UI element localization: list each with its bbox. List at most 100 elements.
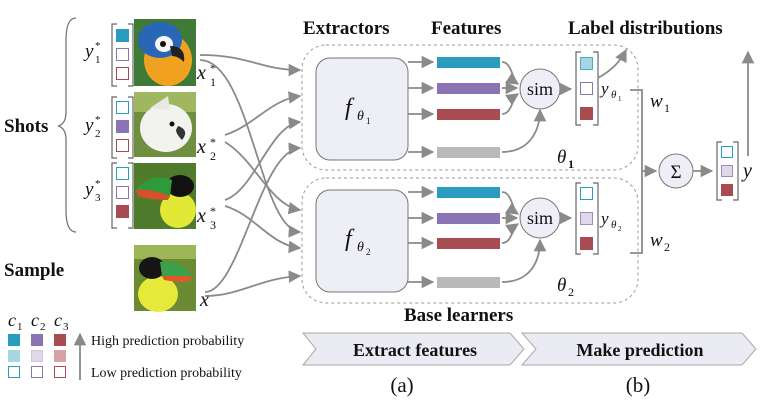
- output-y-theta-2-sub: 2: [618, 225, 622, 233]
- output-y-theta-2-theta: θ: [611, 219, 617, 231]
- shot-1-class-2-box: [116, 48, 129, 61]
- shot-1-label-sub: 1: [95, 54, 101, 66]
- toucan-image-sample: [134, 245, 196, 312]
- legend-c2-mid: [31, 350, 43, 362]
- base-learner-1-border: [301, 44, 639, 171]
- output-y-theta-2: y θ 2: [599, 209, 622, 233]
- shot-3-class-1-box: [116, 167, 129, 180]
- dist-2-brackets: [575, 182, 599, 255]
- shot-3-label-sup: *: [95, 178, 101, 190]
- legend-c1-letter: c: [8, 310, 16, 330]
- extractor-2-box: [315, 189, 409, 293]
- output-y-theta-2-y: y: [599, 209, 609, 228]
- dist-1-brackets: [575, 51, 599, 126]
- shot-2-class-1-box: [116, 101, 129, 114]
- shot-2-label-y: y: [83, 115, 94, 136]
- sample-label: Sample: [4, 260, 64, 281]
- final-dist-brackets: [716, 141, 739, 201]
- shot-3-label-sub: 3: [95, 192, 101, 204]
- legend-c2-low: [31, 366, 43, 378]
- extractor-2-theta-sub: 2: [366, 247, 371, 257]
- extractor-1-out-arrows: [408, 55, 435, 159]
- weight-w1-letter: w: [650, 91, 663, 112]
- toucan-image-1: [134, 163, 196, 229]
- extractor-1-theta: θ: [357, 109, 364, 124]
- input-x2: x * 2: [196, 135, 216, 163]
- shot-3-class-2-box: [116, 186, 129, 199]
- input-x-sample: x: [199, 289, 209, 311]
- legend-c1-sub: 1: [17, 321, 23, 333]
- legend-c2-sub: 2: [40, 321, 46, 333]
- shot-2-label-sub: 2: [95, 128, 101, 140]
- output-y-theta-1-sub: 1: [618, 95, 622, 103]
- theta-2-label: θ 2: [557, 275, 574, 299]
- feature-2-class-1: [437, 187, 500, 198]
- feature-2-to-sim-arrows: [501, 191, 547, 283]
- legend-c1-high: [8, 334, 20, 346]
- step-extract-features-shape: [301, 332, 525, 366]
- base-learner-2: f θ 2 sim y θ 2: [301, 177, 639, 304]
- input-x3-sup: *: [210, 204, 216, 218]
- extractor-2-theta: θ: [357, 240, 364, 255]
- sim-2-label: sim: [527, 208, 553, 228]
- weight-w2-letter: w: [650, 230, 663, 251]
- output-y-theta-1-theta: θ: [611, 89, 617, 101]
- weight-w1-sub: 1: [664, 101, 670, 115]
- shot-2-brackets: [111, 96, 134, 159]
- legend-c3-mid: [54, 350, 66, 362]
- input-x2-letter: x: [196, 136, 206, 158]
- dist-1-class-2: [580, 82, 593, 95]
- input-x1-sup: *: [210, 61, 216, 75]
- legend-c2-letter: c: [31, 310, 39, 330]
- theta-2-sub: 2: [568, 285, 574, 299]
- extractor-1-label: f θ 1: [345, 95, 371, 126]
- shot-2-class-2-box: [116, 120, 129, 133]
- weight-bracket: [630, 89, 643, 254]
- theta-1-label: θ 1: [557, 147, 574, 171]
- final-class-3: [721, 184, 733, 196]
- legend-c1-low: [8, 366, 20, 378]
- shot-3-label-vector: y * 3: [83, 162, 134, 229]
- legend-c2: c 2: [31, 310, 46, 333]
- shot-3-class-3-box: [116, 205, 129, 218]
- output-y-theta-1: y θ 1: [599, 79, 622, 103]
- extractor-1-box: [315, 57, 409, 161]
- base-learner-2-border: [301, 177, 639, 304]
- extractor-1-theta-sub: 1: [366, 116, 371, 126]
- input-arrows: [199, 54, 302, 297]
- feature-1-class-3: [437, 109, 500, 120]
- base-learners-label: Base learners: [404, 305, 513, 326]
- shots-brace: [57, 17, 77, 233]
- legend-c3-low: [54, 366, 66, 378]
- step-make-prediction-shape: [520, 332, 757, 366]
- legend-c1-mid: [8, 350, 20, 362]
- class-legend: c 1 c 2 c 3 High prediction probability …: [8, 310, 244, 381]
- dist-1-class-3: [580, 107, 593, 120]
- macaw-image: [134, 19, 196, 86]
- dist-2-class-1: [580, 187, 593, 200]
- dist-1-class-1: [580, 57, 593, 70]
- base-learner-1: f θ 1 sim y θ 1: [301, 44, 639, 171]
- legend-c3: c 3: [54, 310, 69, 333]
- panel-b-label: (b): [626, 373, 651, 397]
- high-prob-label: High prediction probability: [91, 334, 244, 349]
- step-extract-features: Extract features: [301, 332, 525, 366]
- legend-c3-sub: 3: [63, 321, 69, 333]
- extractor-2-label: f θ 2: [345, 226, 371, 257]
- feature-1-query: [437, 147, 500, 158]
- weight-w2-sub: 2: [664, 240, 670, 254]
- shot-1-class-1-box: [116, 29, 129, 42]
- final-class-1: [721, 146, 733, 158]
- input-x2-sup: *: [210, 135, 216, 149]
- extractor-2-out-arrows: [408, 185, 435, 289]
- final-output-y: y: [741, 160, 752, 182]
- label-distributions-label: Label distributions: [568, 18, 723, 39]
- shot-1-label-sup: *: [95, 40, 101, 52]
- shot-1-label-y: y: [83, 41, 94, 62]
- legend-c3-letter: c: [54, 310, 62, 330]
- legend-c1: c 1: [8, 310, 23, 333]
- input-x2-sub: 2: [210, 149, 216, 163]
- extractor-1-f: f: [345, 95, 355, 121]
- extractors-label: Extractors: [303, 18, 390, 39]
- panel-a-label: (a): [390, 373, 413, 397]
